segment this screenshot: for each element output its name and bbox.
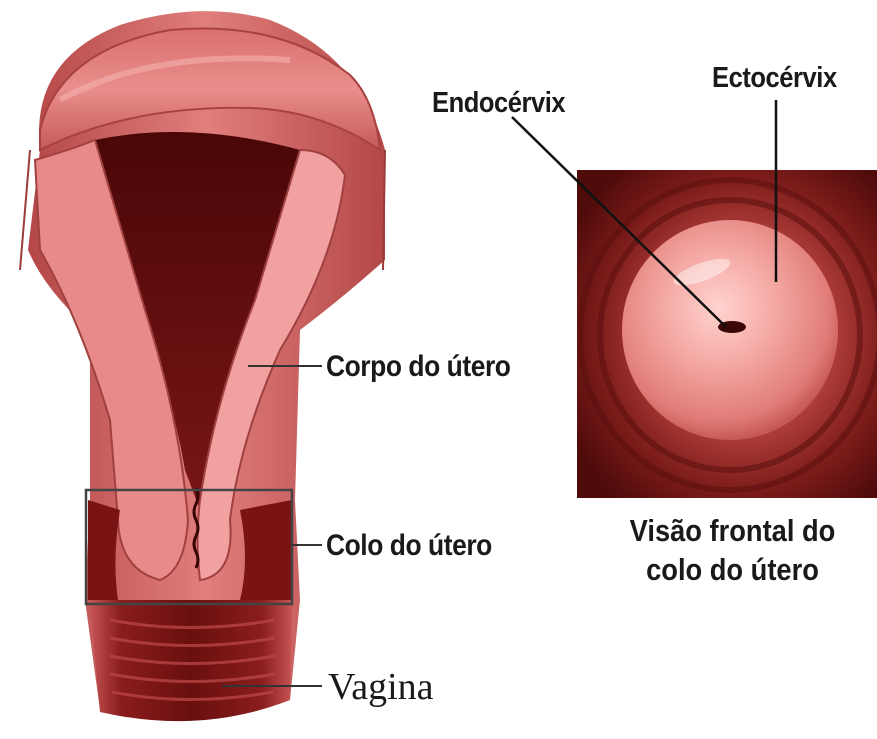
- label-endocervix: Endocérvix: [432, 89, 565, 118]
- label-colo-do-utero: Colo do útero: [326, 531, 492, 561]
- photo-caption: Visão frontal do colo do útero: [607, 512, 858, 590]
- caption-line-1: Visão frontal do: [607, 512, 858, 551]
- caption-line-2: colo do útero: [607, 551, 858, 590]
- vagina-canal: [90, 600, 292, 721]
- label-ectocervix: Ectocérvix: [712, 64, 837, 93]
- cervix-frontal-photo: [577, 170, 877, 498]
- label-vagina: Vagina: [328, 668, 434, 706]
- label-corpo-do-utero: Corpo do útero: [326, 352, 510, 382]
